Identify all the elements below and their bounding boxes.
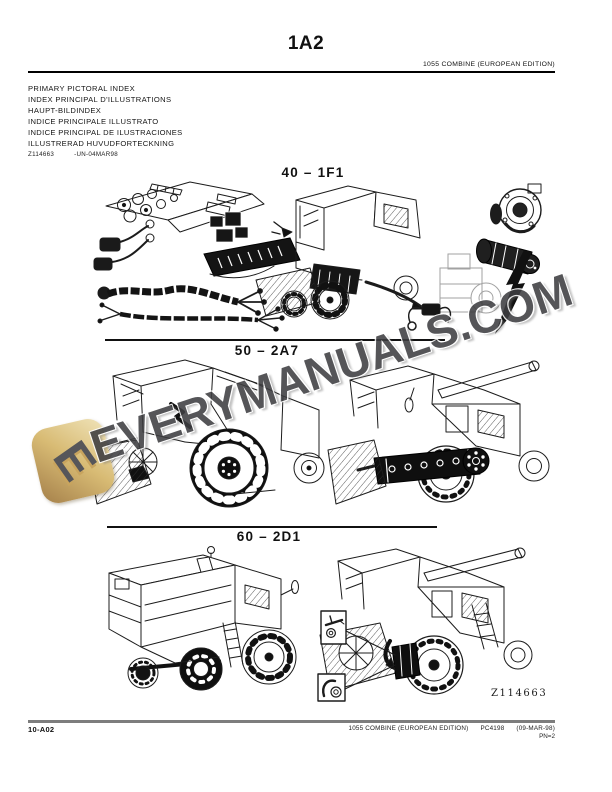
illustration-drives-50-2a7: [86, 359, 550, 508]
grease-gun-callout-1: [320, 610, 396, 656]
section-label-50-2a7: 50 – 2A7: [234, 343, 300, 358]
footer-pn: PN=2: [539, 733, 555, 740]
index-title-es: INDICE PRINCIPAL DE ILUSTRACIONES: [28, 128, 183, 137]
alternator-drawing: [490, 183, 542, 234]
combine-rear-drawing: [108, 546, 299, 691]
battery-cable-drawing: [407, 303, 452, 331]
header-rule: [28, 71, 555, 73]
lightning-bolt-icon: [495, 250, 532, 334]
index-title-it: INDICE PRINCIPALE ILLUSTRATO: [28, 117, 159, 126]
index-title-sv: ILLUSTRERAD HUVUDFORTECKNING: [28, 139, 175, 148]
figure-id: Z114663: [28, 151, 55, 158]
illustration-electrical-40-1f1: [93, 181, 542, 334]
instrument-panel-drawing: [105, 181, 265, 233]
index-title-en: PRIMARY PICTORAL INDEX: [28, 84, 136, 93]
combine-right-axle-drawing: [327, 360, 550, 505]
footer-publication-line: 1055 COMBINE (EUROPEAN EDITION) PC4198 (09…: [349, 725, 555, 732]
figure-id-bottom: Z114663: [491, 688, 548, 699]
grease-gun-callout-2: [317, 664, 396, 702]
figure-reference: Z114663 -UN-04MAR98: [28, 151, 118, 158]
footer-catalog-number: PC4198: [480, 725, 505, 732]
index-title-fr: INDEX PRINCIPAL D'ILLUSTRATIONS: [28, 95, 172, 104]
combine-grease-drawing: [319, 547, 533, 695]
index-title-de: HAUPT-BILDINDEX: [28, 106, 102, 115]
section-label-60-2d1: 60 – 2D1: [236, 529, 302, 544]
index-title-block: PRIMARY PICTORAL INDEX INDEX PRINCIPAL D…: [28, 83, 183, 149]
relay-modules-drawing: [209, 211, 249, 243]
figure-code: -UN-04MAR98: [74, 151, 118, 158]
starter-motor-drawing: [476, 238, 540, 275]
grease-hose-icon: [322, 679, 342, 698]
edition-title: 1055 COMBINE (EUROPEAN EDITION): [422, 61, 555, 68]
footer-rule: [28, 720, 555, 723]
wiring-connectors-drawing: [93, 219, 155, 271]
page-code: 1A2: [287, 33, 325, 54]
fuse-box-drawing: [203, 237, 301, 277]
wiring-harness-drawing: [97, 265, 285, 332]
footer-title: 1055 COMBINE (EUROPEAN EDITION): [348, 725, 469, 732]
footer-date: (09-MAR-98): [516, 725, 555, 732]
section-divider-50: [105, 339, 445, 341]
illustration-lubrication-60-2d1: [108, 546, 533, 702]
footer-page-number: 10-A02: [28, 725, 55, 734]
section-label-40-1f1: 40 – 1F1: [281, 165, 345, 180]
section-divider-60: [107, 526, 437, 528]
grease-gun-icon: [324, 615, 345, 638]
engine-ghost-drawing: [439, 253, 502, 314]
